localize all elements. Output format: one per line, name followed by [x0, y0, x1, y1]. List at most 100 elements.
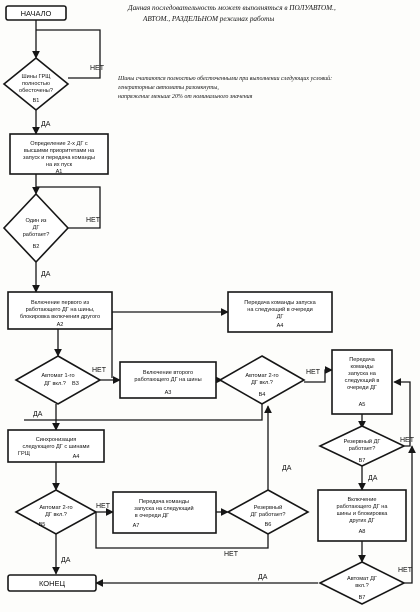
b2-id: B2 [33, 244, 40, 250]
b1-line1: Шины ГРЩ [22, 74, 52, 80]
header-note-line1: Данная последовательность может выполнят… [127, 4, 336, 12]
node-a1: Определение 2-х ДГ с высшими приоритетам… [23, 141, 95, 175]
a2-line1: Включение первого из [31, 300, 89, 306]
b4-diamond [218, 355, 306, 405]
b7-right-line2: работает? [349, 446, 376, 452]
a1-box [9, 133, 109, 175]
b3-line2: ДГ вкл.? [44, 381, 66, 387]
a4-top-line2: на следующий в очереди [247, 306, 313, 313]
a4-top-line1: Передача команды запуска [244, 300, 316, 306]
branch-labels: НЕТ ДА НЕТ ДА НЕТ ДА НЕТ ДА НЕТ ДА НЕТ Д… [33, 65, 415, 581]
b7-bottom-id: B7 [359, 595, 366, 601]
b7-right-yes-label: ДА [368, 475, 378, 482]
a3-line1: Включение второго [143, 370, 193, 376]
a7-line3: в очереди ДГ [135, 513, 169, 519]
side-note: Шины считаются полностью обесточенными п… [117, 75, 332, 100]
header-note-line2: АВТОМ., РАЗДЕЛЬНОМ режимах работы [142, 15, 274, 23]
b5-diamond [14, 489, 98, 535]
b3-line1: Автомат 1-го [41, 373, 74, 379]
b4-no-label: НЕТ [306, 369, 321, 376]
b4-id: B4 [259, 392, 266, 398]
start-terminal: НАЧАЛО [5, 5, 67, 21]
a8-line2: работающего ДГ на [336, 504, 388, 510]
a8-line4: других ДГ [349, 518, 374, 524]
b6-id: B6 [265, 522, 272, 528]
a7-id: A7 [133, 523, 140, 529]
a5-box [331, 349, 393, 415]
side-note-line3: напряжение меньше 20% от номинального зн… [118, 94, 253, 100]
b6-line2: ДГ работает? [251, 512, 286, 518]
b6-line1: Резервный [254, 504, 282, 511]
b7-bottom-line2: вкл.? [355, 583, 368, 589]
a3-line2: работающего ДГ на шины [134, 377, 201, 383]
b7-right-no-label: НЕТ [400, 437, 415, 444]
a4-left-line1: Синхронизация [36, 437, 77, 443]
a4-left-id: A4 [73, 454, 80, 460]
b5-line2: ДГ вкл.? [45, 512, 67, 518]
a3-id: A3 [165, 390, 172, 396]
node-b4: Автомат 2-го ДГ вкл.? B4 [245, 373, 278, 398]
a8-line1: Включение [348, 497, 377, 503]
start-label: НАЧАЛО [21, 9, 52, 18]
node-b5: Автомат 2-го ДГ вкл.? B5 [39, 505, 73, 528]
a4-left-line2: следующего ДГ с шинами [22, 444, 89, 450]
node-a8: Включение работающего ДГ на шины и блоки… [336, 497, 388, 535]
a1-line2: высшими приоритетами на [24, 148, 95, 154]
a1-id: A1 [56, 169, 63, 175]
b2-line2: ДГ [33, 225, 40, 231]
a5-id: A5 [359, 402, 366, 408]
a7-line1: Передача команды [139, 499, 189, 505]
a8-line3: шины и блокировка [337, 511, 389, 517]
b1-diamond [2, 56, 70, 112]
b4-line2: ДГ вкл.? [251, 380, 273, 386]
a4-left-box [7, 429, 105, 463]
a4-top-id: A4 [277, 323, 284, 329]
b2-no-label: НЕТ [86, 217, 101, 224]
a3-box [119, 361, 217, 399]
node-a2: Включение первого из работающего ДГ на ш… [20, 300, 100, 328]
b1-id: B1 [33, 98, 40, 104]
b5-line1: Автомат 2-го [39, 505, 72, 511]
b7-bottom-no-label: НЕТ [398, 567, 413, 574]
side-note-line1: Шины считаются полностью обесточенными п… [117, 75, 332, 82]
b6-no-label: НЕТ [224, 551, 239, 558]
a2-id: A2 [57, 322, 64, 328]
b3-yes-label: ДА [33, 411, 43, 418]
b5-yes-label: ДА [61, 557, 71, 564]
node-b7-right: Резервный ДГ работает? B7 [344, 438, 381, 464]
node-b6: Резервный ДГ работает? B6 [251, 504, 286, 528]
b3-no-label: НЕТ [92, 367, 107, 374]
b1-line2: полностью [22, 81, 50, 87]
a1-line3: запуск и передача команды [23, 155, 95, 161]
a5-line5: очереди ДГ [347, 385, 377, 391]
b2-line3: работает? [23, 232, 50, 238]
a1-line1: Определение 2-х ДГ с [30, 141, 88, 147]
b3-diamond [14, 355, 102, 405]
b2-line1: Один из [26, 218, 47, 224]
b1-yes-label: ДА [41, 121, 51, 128]
end-label: КОНЕЦ [39, 579, 66, 588]
b4-line1: Автомат 2-го [245, 373, 278, 379]
a5-line3: запуска на [348, 371, 377, 377]
b7-right-line1: Резервный ДГ [344, 438, 381, 445]
a5-line2: команды [351, 364, 374, 370]
b5-id: B5 [39, 522, 46, 528]
b2-yes-label: ДА [41, 271, 51, 278]
node-b1: Шины ГРЩ полностью обесточены? B1 [19, 74, 53, 104]
b1-line3: обесточены? [19, 88, 53, 94]
a4-left-line3: ГРЩ [18, 451, 31, 457]
a2-box [7, 291, 113, 330]
b7-bottom-diamond [318, 561, 406, 605]
node-a5: Передача команды запуска на следующий в … [345, 357, 380, 408]
side-note-line2: генераторные автоматы разомкнуты, [118, 85, 219, 91]
b7-bottom-yes-label: ДА [258, 574, 268, 581]
b6-yes-label: ДА [282, 465, 292, 472]
a7-line2: запуска на следующий [134, 505, 193, 512]
node-b3: Автомат 1-го ДГ вкл.? B3 [41, 373, 78, 387]
node-a4-top: Передача команды запуска на следующий в … [244, 300, 316, 329]
node-b2: Один из ДГ работает? B2 [23, 218, 50, 250]
node-a3: Включение второго работающего ДГ на шины… [134, 370, 201, 396]
node-a7: Передача команды запуска на следующий в … [133, 499, 194, 529]
b7-right-id: B7 [359, 458, 366, 464]
